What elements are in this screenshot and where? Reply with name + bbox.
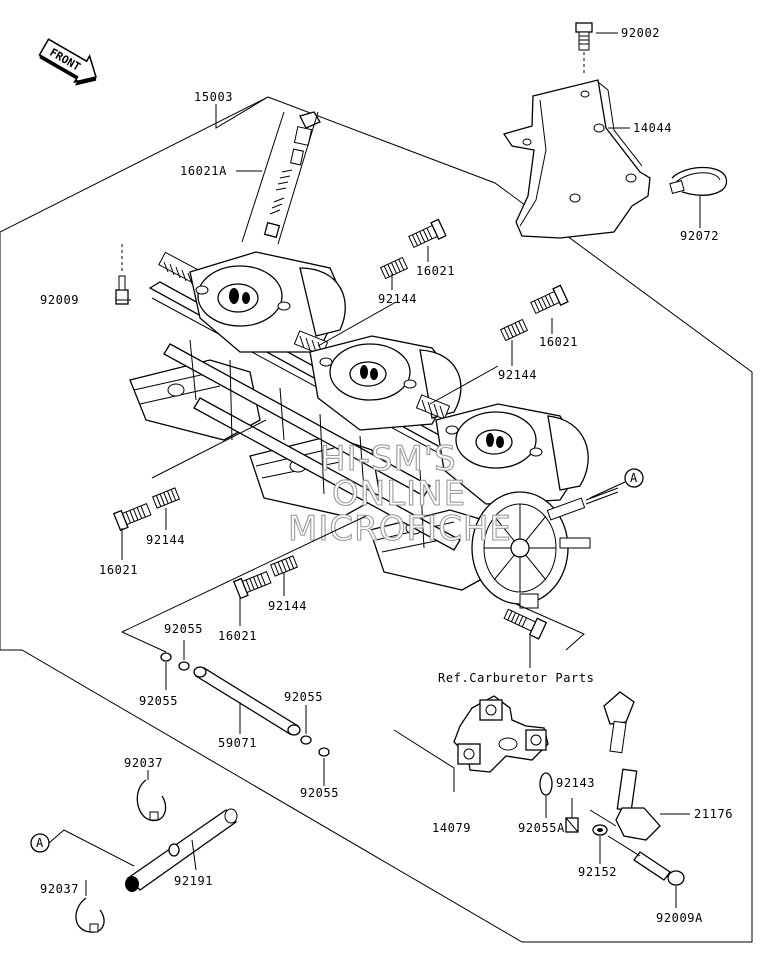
part-label-92055-c: 92055 xyxy=(284,690,323,704)
clip-92037-bottom xyxy=(75,897,105,933)
connector-a-right: A xyxy=(589,468,644,499)
part-label-14044: 14044 xyxy=(633,121,672,135)
connector-a-left-label: A xyxy=(36,836,44,850)
part-label-92009A: 92009A xyxy=(656,911,703,925)
adjuster-16021A xyxy=(241,111,321,245)
part-labels: 92002 14044 92072 15003 16021A 16021 920… xyxy=(40,26,733,925)
spring-92144-bottom xyxy=(269,555,299,577)
part-label-92055-d: 92055 xyxy=(300,786,339,800)
part-label-92144-left: 92144 xyxy=(146,533,185,547)
part-label-92144-top: 92144 xyxy=(378,292,417,306)
part-label-92072: 92072 xyxy=(680,229,719,243)
clip-92143 xyxy=(565,817,579,833)
spring-92144-top xyxy=(379,256,409,280)
part-label-92037-bottom: 92037 xyxy=(40,882,79,896)
leader-lines xyxy=(85,32,701,908)
screw-16021-bottom xyxy=(232,571,272,600)
bracket-14079 xyxy=(453,695,549,773)
assembly-outline xyxy=(0,96,753,943)
screw-16021-top xyxy=(408,218,447,249)
part-label-92002: 92002 xyxy=(621,26,660,40)
part-label-16021-left: 16021 xyxy=(99,563,138,577)
watermark: HI-SM'S ONLINE MICROFICHE xyxy=(287,438,512,549)
lever-21176 xyxy=(603,691,661,841)
part-label-92055A: 92055A xyxy=(518,821,565,835)
part-label-92009: 92009 xyxy=(40,293,79,307)
part-label-92055-a: 92055 xyxy=(164,622,203,636)
bracket-14044 xyxy=(502,22,651,239)
carburetor-assembly xyxy=(129,251,619,609)
part-label-92144-right: 92144 xyxy=(498,368,537,382)
watermark-line-3: MICROFICHE xyxy=(288,509,512,549)
bolt-92002 xyxy=(575,22,593,76)
reference-label: Ref.Carburetor Parts xyxy=(438,671,595,685)
bolt-92009 xyxy=(115,244,129,305)
part-label-92191: 92191 xyxy=(174,874,213,888)
part-label-14079: 14079 xyxy=(432,821,471,835)
o-ring-92055-a xyxy=(160,652,172,662)
washer-92152 xyxy=(592,824,608,836)
part-label-92143: 92143 xyxy=(556,776,595,790)
watermark-line-2: ONLINE xyxy=(332,474,466,514)
spring-92144-left xyxy=(151,487,181,509)
screw-92009A xyxy=(633,851,685,886)
part-label-16021-right: 16021 xyxy=(539,335,578,349)
part-label-92037-top: 92037 xyxy=(124,756,163,770)
screw-16021-right xyxy=(530,284,569,315)
part-label-16021A: 16021A xyxy=(180,164,227,178)
connector-a-left: A xyxy=(30,829,135,867)
part-label-16021-bottom: 16021 xyxy=(218,629,257,643)
part-label-16021-top: 16021 xyxy=(416,264,455,278)
spring-92144-right xyxy=(499,318,529,342)
o-ring-92055-c xyxy=(300,735,312,745)
front-arrow-icon: FRONT xyxy=(38,38,97,86)
screw-16021-left xyxy=(112,503,152,532)
o-ring-92055-b xyxy=(178,661,190,671)
part-label-92144-bottom: 92144 xyxy=(268,599,307,613)
pipe-59071 xyxy=(193,666,301,736)
hose-92191 xyxy=(125,808,238,892)
o-ring-92055-d xyxy=(318,747,330,757)
watermark-line-1: HI-SM'S xyxy=(320,439,457,479)
connector-a-right-label: A xyxy=(630,471,638,485)
clamp-92072 xyxy=(669,166,728,196)
part-label-21176: 21176 xyxy=(694,807,733,821)
part-label-92152: 92152 xyxy=(578,865,617,879)
part-label-15003: 15003 xyxy=(194,90,233,104)
o-ring-92055A xyxy=(539,772,553,796)
clip-92037-top xyxy=(136,779,167,822)
part-label-92055-b: 92055 xyxy=(139,694,178,708)
ref-carburetor-screw xyxy=(503,608,548,640)
part-label-59071: 59071 xyxy=(218,736,257,750)
